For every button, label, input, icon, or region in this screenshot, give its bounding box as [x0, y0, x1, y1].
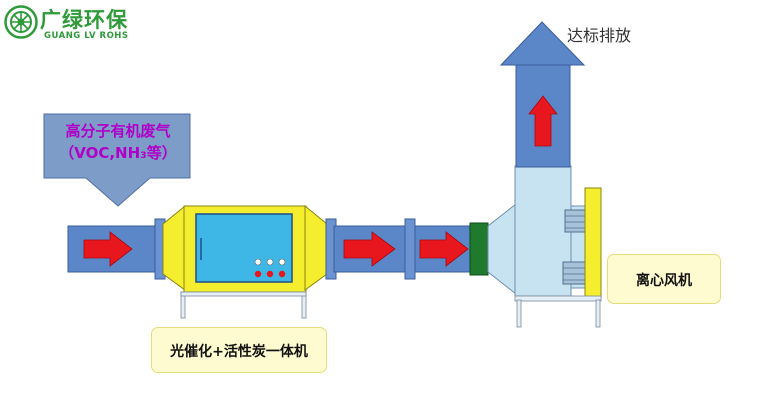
flow-arrow-2	[343, 231, 396, 267]
panel-button-2	[266, 270, 274, 278]
panel-button-1	[254, 270, 262, 278]
unit-left-transition	[162, 204, 186, 291]
flow-arrow-1	[83, 231, 133, 267]
fan-inlet-transition	[487, 202, 517, 296]
unit-right-transition	[304, 204, 328, 291]
unit-caption: 光催化+活性炭一体机	[170, 344, 308, 360]
inlet-down-arrow	[43, 113, 191, 207]
logo-name-en: GUANG LV ROHS	[44, 31, 129, 41]
fan-yellow-plate	[584, 187, 602, 299]
flow-arrow-up	[528, 95, 558, 147]
logo-icon	[4, 5, 38, 39]
flow-arrow-3	[419, 231, 469, 267]
exhaust-label: 达标排放	[567, 26, 632, 45]
control-panel	[195, 213, 293, 283]
logo-name-cn: 广绿环保	[40, 8, 128, 32]
filter-section	[469, 222, 489, 276]
panel-light-3	[278, 258, 286, 266]
fan-motor-1	[564, 209, 588, 233]
inlet-label: 高分子有机废气 （VOC,NH₃等）	[40, 120, 196, 164]
fan-motor-2	[562, 261, 588, 285]
panel-light-2	[266, 258, 274, 266]
exhaust-up-arrow	[499, 21, 586, 66]
inlet-label-line1: 高分子有机废气	[65, 122, 171, 140]
panel-button-3	[278, 270, 286, 278]
fan-caption-box	[607, 254, 721, 304]
panel-light-1	[254, 258, 262, 266]
unit-caption-box	[151, 327, 327, 373]
fan-housing	[514, 165, 572, 297]
fan-caption: 离心风机	[636, 273, 692, 289]
inlet-label-line2: （VOC,NH₃等）	[59, 144, 177, 162]
